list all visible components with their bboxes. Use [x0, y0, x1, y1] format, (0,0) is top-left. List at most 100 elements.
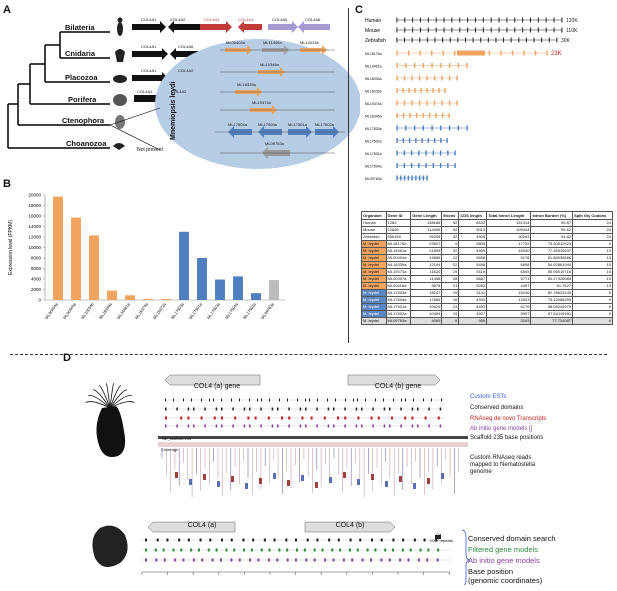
exon [448, 113, 450, 118]
exon [545, 27, 547, 33]
table-cell: 75.42066259 [530, 296, 574, 304]
y-tick-label: 0 [38, 298, 41, 303]
exon [448, 63, 451, 68]
track-size: 120K [566, 18, 578, 24]
table-cell: 15106 [486, 289, 532, 297]
table-cell: 114406 [410, 226, 443, 234]
exon [474, 27, 476, 33]
table-cell: M. leydei [361, 289, 387, 297]
exon [514, 27, 516, 33]
feature-mark [193, 407, 195, 411]
table-cell: 5115 [458, 268, 488, 276]
exon [413, 125, 416, 131]
table-cell: 52 [441, 219, 460, 227]
feature-mark [187, 407, 190, 411]
exon [428, 113, 431, 118]
table-cell: M. leydei [361, 240, 387, 248]
feature-mark [337, 416, 339, 420]
exon [409, 113, 411, 118]
table-cell: 13 [572, 247, 613, 255]
x-tick-label: ML00445a [62, 301, 77, 320]
y-tick-label: 20000 [28, 193, 41, 198]
table-cell: M. leydei [361, 247, 387, 255]
table-cell: 5262 [458, 282, 488, 290]
exon [396, 150, 398, 156]
exon [553, 17, 555, 23]
bottom-feature-mark [154, 548, 157, 552]
exon [506, 17, 508, 23]
feature-mark [357, 398, 358, 402]
table-cell: 6 [441, 317, 460, 325]
feature-mark [200, 416, 203, 420]
exon [411, 100, 413, 106]
exon [411, 37, 413, 43]
table-cell: 10 [572, 261, 613, 269]
bilateria-gene-6: COL4A6 [305, 17, 321, 22]
bar [89, 235, 99, 300]
y-tick-label: 18000 [28, 203, 41, 208]
table-cell: 90263 [486, 233, 532, 241]
bottom-feature-mark [145, 558, 147, 562]
table-cell: 13 [572, 282, 613, 290]
feature-mark [411, 407, 414, 411]
porifera-gene-1: COL4A1 [137, 89, 153, 94]
read-block [231, 476, 234, 482]
table-cell: 4905 [458, 233, 488, 241]
scaffold-label: NE_scaffold 235 [162, 436, 192, 441]
y-tick-label: 6000 [31, 266, 42, 271]
exon [415, 175, 417, 181]
table-cell: 13 [572, 254, 613, 262]
feature-mark [209, 398, 210, 402]
top-legend-3: RNAseq de novo Transcripts [470, 416, 547, 422]
exon [422, 113, 424, 118]
tentacle [109, 385, 122, 409]
exon [402, 113, 405, 118]
bottom-feature-mark [285, 538, 288, 542]
table-cell: 75.30512923 [530, 240, 574, 248]
table-cell: 13323 [486, 296, 532, 304]
top-legend-5: Scaffold 235 base positions [470, 435, 544, 441]
exon [408, 138, 411, 143]
col4b-arrow-bottom [304, 521, 396, 533]
bottom-feature-mark [342, 558, 345, 562]
read-block [385, 481, 388, 487]
exon [418, 150, 420, 156]
exon [456, 75, 458, 81]
y-tick-label: 8000 [31, 256, 42, 261]
exon [525, 37, 527, 43]
track-label: ML19374a [365, 102, 382, 106]
bottom-feature-mark [201, 558, 204, 562]
bar [107, 290, 117, 300]
exon [448, 75, 451, 81]
exon [522, 27, 524, 33]
track-label: ML18176a [365, 52, 382, 56]
table-cell: 4343 [458, 296, 488, 304]
feature-mark [165, 407, 167, 411]
exon [396, 175, 398, 181]
table-cell: 50.27326089 [530, 275, 574, 283]
bottom-feature-mark [286, 558, 289, 562]
table-cell: 51.7627 [530, 282, 574, 290]
exon [407, 175, 410, 181]
read-block [245, 483, 248, 489]
panel-a-tree [7, 17, 360, 169]
track-size: 23K [551, 51, 562, 57]
exon [426, 75, 428, 81]
exon [546, 50, 548, 56]
table-cell: M. leydei [361, 275, 387, 283]
bottom-feature-mark [263, 538, 266, 542]
read-block [357, 479, 360, 485]
table-cell: 24 [572, 219, 613, 227]
feature-mark [323, 416, 326, 420]
bottom-feature-mark [356, 548, 359, 552]
bilateria-gene-3: COL4A3 [204, 17, 220, 22]
bottom-feature-mark [220, 558, 222, 562]
bottom-feature-mark [380, 558, 383, 562]
bottom-feature-mark [286, 548, 289, 552]
table-cell: 5658 [458, 254, 488, 262]
exon [419, 27, 421, 33]
